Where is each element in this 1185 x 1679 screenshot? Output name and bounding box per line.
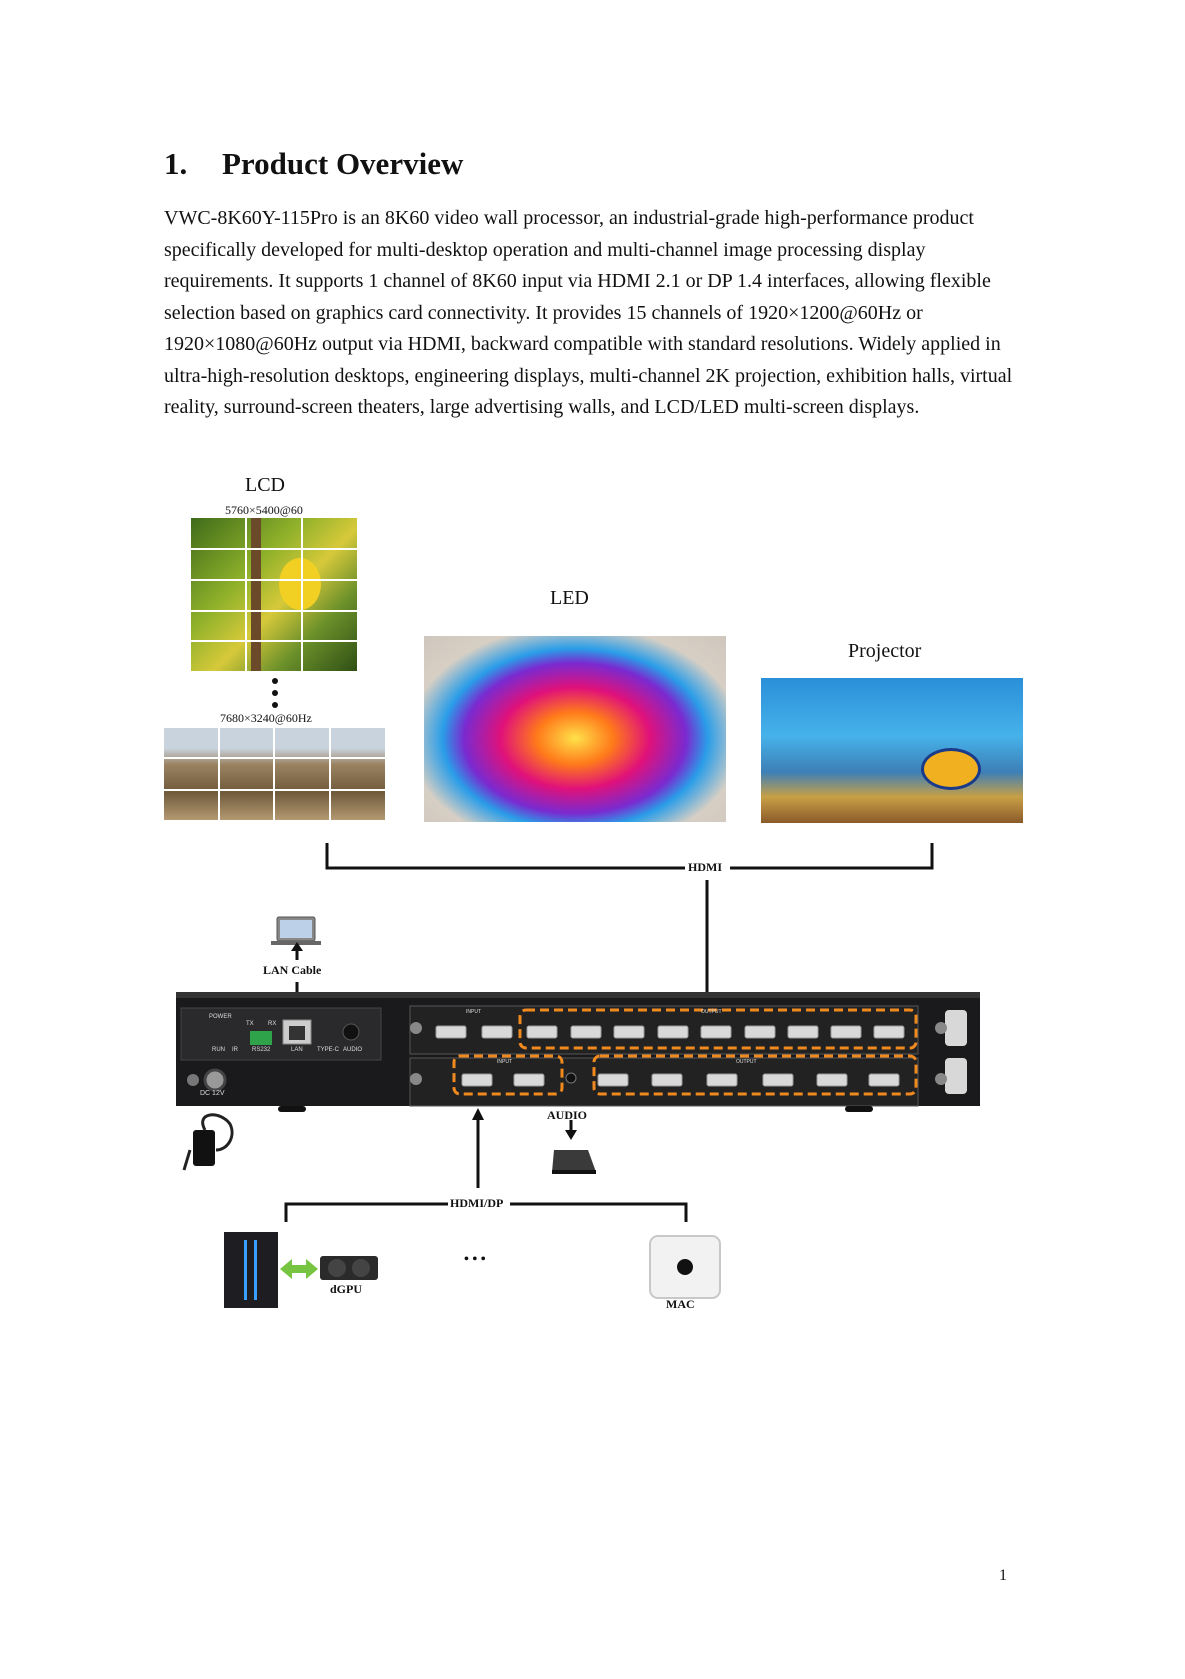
vertical-ellipsis xyxy=(272,678,278,708)
lcd-grid-lines xyxy=(164,518,385,820)
mac-label: MAC xyxy=(666,1297,695,1311)
top-port-row xyxy=(435,1025,905,1039)
device-dc-label: DC 12V xyxy=(200,1090,225,1097)
projector-underwater-image xyxy=(761,678,1023,823)
device-input-label-top: INPUT xyxy=(466,1009,481,1015)
device-typec-label: TYPE-C xyxy=(317,1047,340,1053)
device-rx-label: RX xyxy=(268,1021,277,1027)
double-arrow-icon xyxy=(280,1259,318,1279)
lcd-wall-bird-image xyxy=(191,518,357,671)
overview-paragraph: VWC-8K60Y-115Pro is an 8K60 video wall p… xyxy=(164,207,1013,418)
hdmi-dp-label: HDMI/DP xyxy=(448,1196,506,1211)
lcd-resolution-2: 7680×3240@60Hz xyxy=(220,711,312,725)
device-output-label-top: OUTPUT xyxy=(701,1009,722,1015)
power-adapter-icon xyxy=(182,1113,234,1171)
device-ellipsis: • • • xyxy=(464,1252,486,1267)
hdmi-label: HDMI xyxy=(686,860,724,875)
led-splash-image xyxy=(424,636,726,822)
section-title: Product Overview xyxy=(222,146,464,181)
device-tx-label: TX xyxy=(246,1021,254,1027)
device-run-label: RUN xyxy=(212,1047,225,1053)
device-ir-label: IR xyxy=(232,1047,238,1053)
pc-tower-icon xyxy=(224,1232,278,1308)
device-power-label: POWER xyxy=(209,1014,232,1020)
projector-label: Projector xyxy=(848,640,922,662)
bottom-port-row xyxy=(461,1072,900,1087)
lcd-resolution-1: 5760×5400@60 xyxy=(225,503,303,517)
device-lan-label: LAN xyxy=(291,1047,303,1053)
hdmi-bracket xyxy=(325,843,934,1002)
lan-cable-label: LAN Cable xyxy=(263,963,322,977)
led-label: LED xyxy=(550,587,589,609)
section-number: 1. xyxy=(164,146,188,181)
page-number: 1 xyxy=(999,1567,1007,1584)
hdmidp-bracket xyxy=(284,1202,688,1222)
device-output-label-bottom: OUTPUT xyxy=(736,1059,757,1065)
port-highlights xyxy=(452,1008,918,1096)
mac-mini-icon xyxy=(649,1235,721,1299)
device-audio-label: AUDIO xyxy=(343,1047,363,1053)
speaker-icon xyxy=(552,1150,596,1174)
device-rs232-label: RS232 xyxy=(252,1047,271,1053)
lcd-label: LCD xyxy=(245,474,285,496)
audio-label: AUDIO xyxy=(547,1108,588,1122)
section-heading: 1. Product Overview xyxy=(164,146,463,182)
gpu-icon xyxy=(320,1256,378,1280)
device-input-label-bottom: INPUT xyxy=(497,1059,512,1065)
dgpu-label: dGPU xyxy=(330,1282,363,1296)
laptop-icon xyxy=(271,916,321,945)
